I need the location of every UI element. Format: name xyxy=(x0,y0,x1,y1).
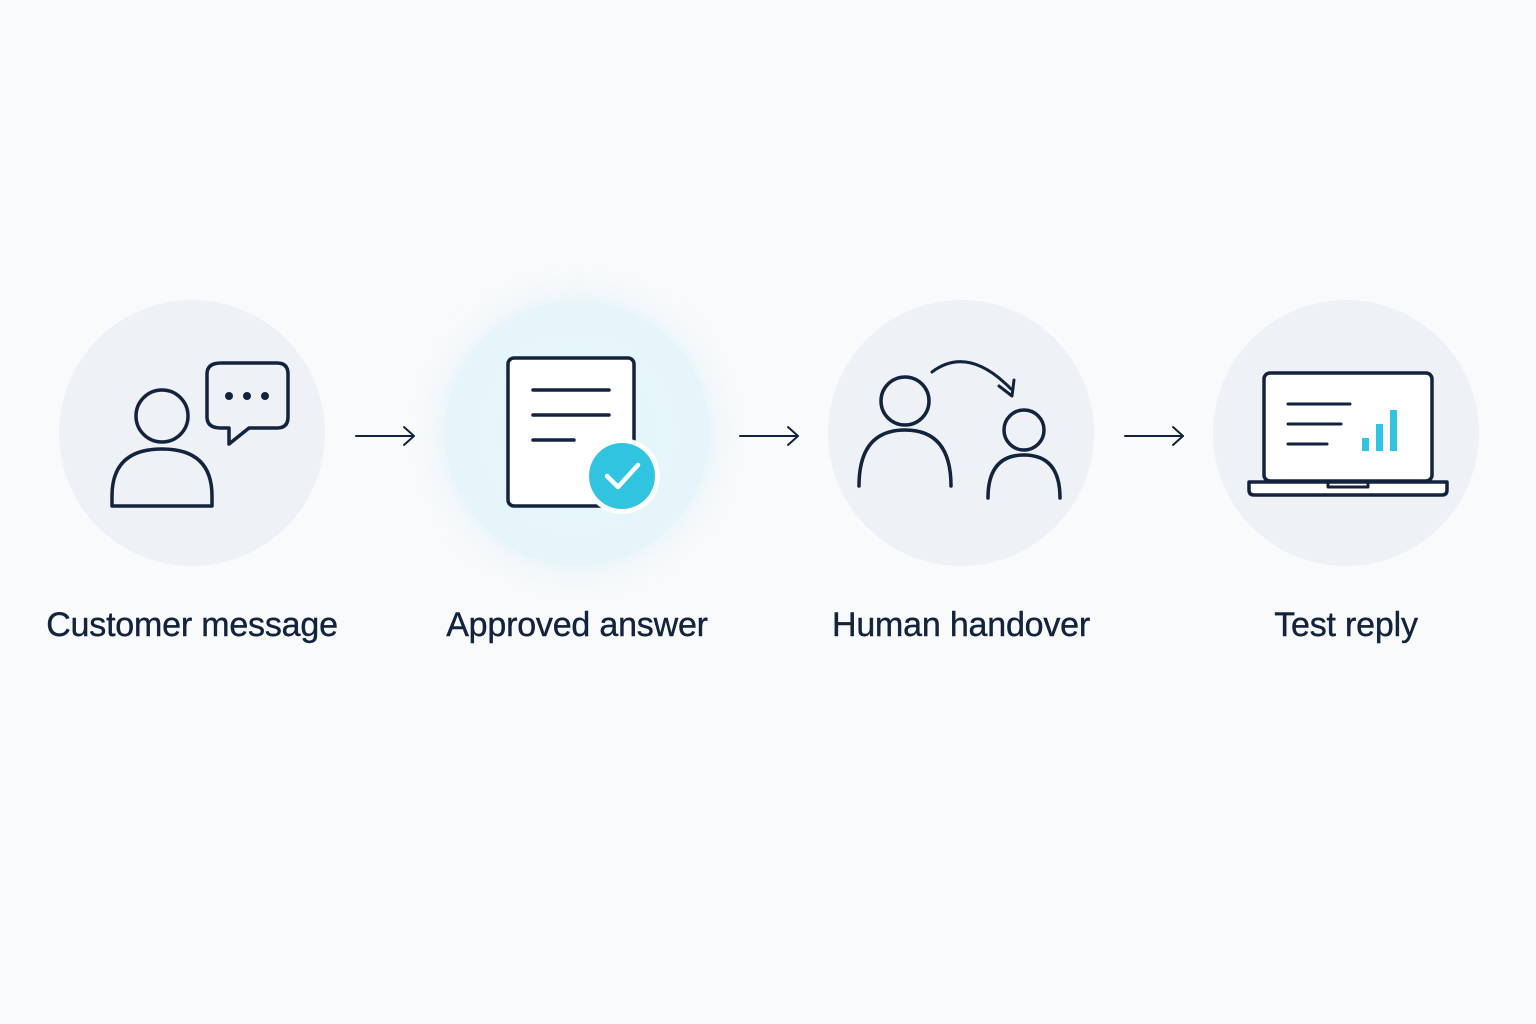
step-circle xyxy=(828,300,1094,566)
step-label: Customer message xyxy=(46,606,338,644)
step-label: Test reply xyxy=(1274,606,1418,644)
human-handover-icon xyxy=(857,360,1062,500)
step-label: Approved answer xyxy=(446,606,708,644)
laptop-chart-icon xyxy=(1247,371,1449,497)
step-customer-message: Customer message xyxy=(0,300,392,660)
arrow-right-icon xyxy=(354,424,418,448)
step-human-handover: Human handover xyxy=(761,300,1161,660)
arrow-right-icon xyxy=(738,424,802,448)
arrow-right-icon xyxy=(1123,424,1187,448)
step-circle-highlighted xyxy=(444,300,710,566)
check-badge xyxy=(589,443,655,509)
step-approved-answer: Approved answer xyxy=(377,300,777,660)
approved-document-icon xyxy=(506,356,660,514)
customer-message-icon xyxy=(110,361,290,508)
step-label: Human handover xyxy=(831,606,1091,644)
step-circle xyxy=(1213,300,1479,566)
step-test-reply: Test reply xyxy=(1146,300,1536,660)
step-circle xyxy=(59,300,325,566)
